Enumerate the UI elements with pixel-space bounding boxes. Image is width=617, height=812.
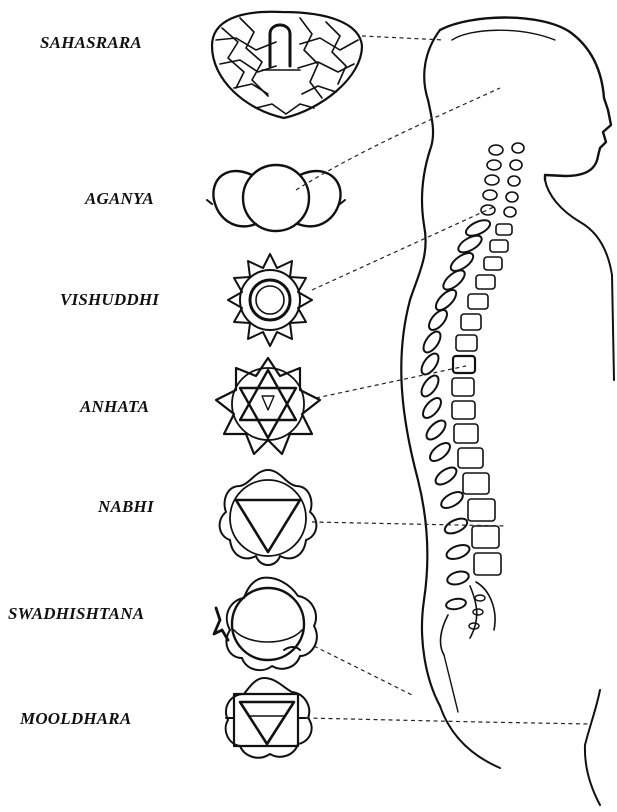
swadhishtana-symbol (214, 578, 317, 670)
spine (418, 143, 524, 712)
vishuddhi-symbol (228, 254, 312, 346)
body-outline (401, 18, 614, 806)
vertebral-bodies (452, 224, 512, 575)
sahasrara-symbol (212, 12, 362, 118)
aganya-symbol (207, 165, 345, 231)
cervical-vertebrae (481, 143, 524, 217)
leader-vishuddhi (312, 206, 496, 290)
leader-lines (296, 36, 590, 724)
anhata-symbol (216, 358, 320, 454)
leader-sahasrara (362, 36, 444, 40)
leader-swadhishtana (314, 646, 414, 696)
mooldhara-symbol (226, 678, 312, 758)
nabhi-symbol (220, 470, 317, 565)
leader-aganya (296, 88, 500, 190)
spinous-processes (418, 217, 492, 611)
leader-anhata (316, 366, 466, 398)
